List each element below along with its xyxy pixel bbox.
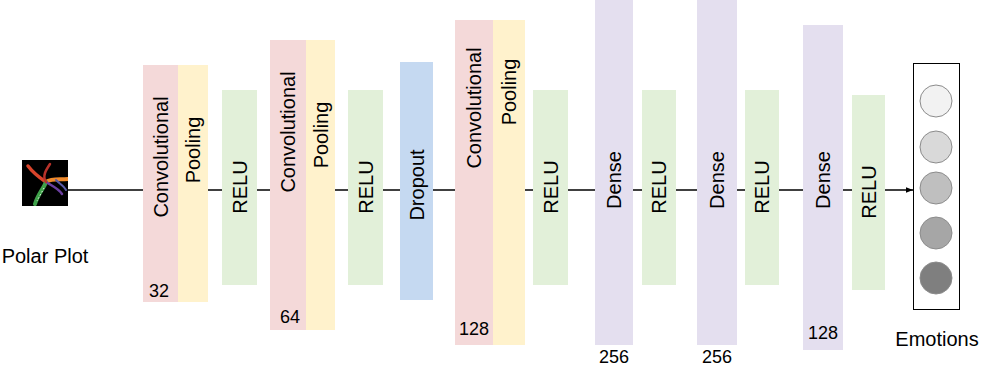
connector-line [676, 189, 697, 191]
conv-layer: Convolutional 64 [270, 40, 306, 330]
layer-name: RELU [540, 160, 562, 213]
dense-layer: Dense256 [697, 0, 737, 345]
connector-line [525, 189, 533, 191]
input-image: Polar Plot [22, 160, 68, 206]
dense-layer: Dense256 [595, 0, 633, 345]
layer-name: Pooling [310, 102, 332, 169]
pooling-layer: Pooling [493, 20, 525, 345]
output-vector: Emotions [913, 63, 960, 310]
layer-name: Dropout [406, 149, 428, 220]
connector-line [633, 189, 642, 191]
caption-label: Emotions [895, 328, 978, 350]
connector-line [737, 189, 745, 191]
dropout-layer: Dropout [400, 62, 433, 300]
layer-name: Convolutional [463, 47, 485, 168]
conv-layer: Convolutional 32 [143, 65, 178, 302]
relu-layer: RELU [533, 90, 568, 285]
connector-line [843, 189, 852, 191]
relu-layer: RELU [348, 90, 383, 285]
layer-name: Convolutional [277, 71, 299, 192]
output-neurons [914, 64, 959, 309]
connector-line [568, 189, 595, 191]
layer-name: RELU [229, 160, 251, 213]
connector-line [885, 189, 913, 191]
connector-line [68, 189, 143, 191]
connector-line [779, 189, 803, 191]
layer-name: Convolutional [150, 96, 172, 217]
connector-line [208, 189, 222, 191]
relu-layer: RELU [745, 90, 779, 285]
unit-count: 64 [280, 308, 300, 328]
layer-name: Pooling [182, 117, 204, 184]
pooling-layer: Pooling [306, 40, 335, 330]
unit-count: 256 [599, 348, 629, 368]
connector-line [335, 189, 348, 191]
unit-count: 256 [702, 348, 732, 368]
polar-plot-image [22, 160, 68, 206]
unit-count: 32 [149, 282, 169, 302]
layer-name: RELU [751, 160, 773, 213]
layer-name: Dense [603, 151, 625, 209]
connector-line [257, 189, 270, 191]
layer-name: RELU [858, 165, 880, 218]
layer-name: Dense [812, 151, 834, 209]
dense-layer: Dense 128 [803, 25, 843, 350]
layer-name: Dense [706, 151, 728, 209]
caption-label: Polar Plot [2, 245, 89, 267]
layer-name: RELU [355, 160, 377, 213]
unit-count: 128 [808, 324, 838, 344]
connector-line [433, 189, 455, 191]
relu-layer: RELU [852, 95, 885, 290]
pooling-layer: Pooling [178, 65, 208, 302]
relu-layer: RELU [222, 90, 257, 285]
relu-layer: RELU [642, 90, 676, 285]
layer-name: Pooling [498, 59, 520, 126]
connector-line [383, 189, 400, 191]
layer-name: RELU [648, 160, 670, 213]
conv-layer: Convolutional 128 [455, 20, 493, 345]
unit-count: 128 [459, 320, 489, 340]
